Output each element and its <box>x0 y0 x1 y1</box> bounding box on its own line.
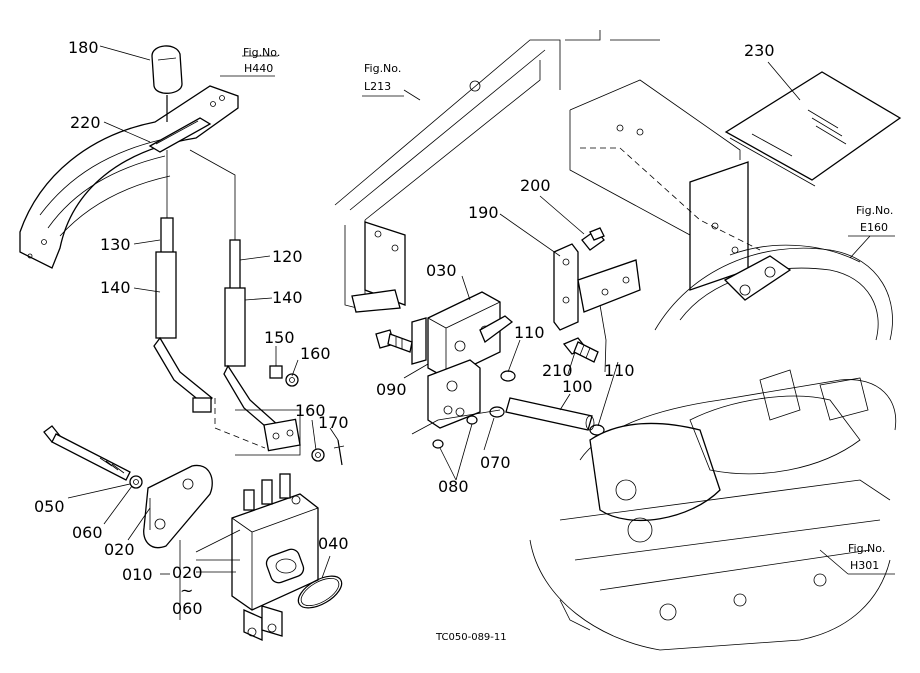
label-180: 180 <box>68 38 99 57</box>
label-020: 020 <box>104 540 135 559</box>
lever-guide-plate <box>19 85 239 269</box>
plate-020 <box>143 464 213 549</box>
o-ring-040 <box>297 575 343 609</box>
drawing-code: TC050-089-11 <box>435 632 507 643</box>
small-hardware-left <box>269 365 345 466</box>
leader-lines <box>67 45 895 620</box>
transmission-housing <box>529 244 897 651</box>
label-090: 090 <box>376 380 407 399</box>
control-valve-010 <box>231 473 319 642</box>
bracket-upper <box>569 79 761 291</box>
label-140-left: 140 <box>100 278 131 297</box>
label-200: 200 <box>520 176 551 195</box>
fitting-090 <box>375 329 413 353</box>
label-tilde: ~ <box>180 581 193 600</box>
label-160-upper: 160 <box>300 344 331 363</box>
label-080: 080 <box>438 477 469 496</box>
label-130: 130 <box>100 235 131 254</box>
label-020-range: 020 <box>172 563 203 582</box>
label-060-range: 060 <box>172 599 203 618</box>
label-110-left: 110 <box>514 323 545 342</box>
label-070: 070 <box>480 453 511 472</box>
lever-rods <box>153 149 301 456</box>
fig-ref-h301-code: H301 <box>850 559 879 572</box>
bolt-050 <box>43 425 143 489</box>
label-160-lower: 160 <box>295 401 326 420</box>
fig-ref-l213-code: L213 <box>364 80 391 93</box>
label-050: 050 <box>34 497 65 516</box>
fig-ref-h440-label: Fig.No. <box>243 46 280 59</box>
label-040: 040 <box>318 534 349 553</box>
fig-ref-e160-code: E160 <box>860 221 888 234</box>
fig-ref-l213-label: Fig.No. <box>364 62 401 75</box>
fig-ref-h440-code: H440 <box>244 62 273 75</box>
manual-230 <box>724 71 902 187</box>
figure-references: Fig.No. H440 Fig.No. L213 Fig.No. E160 F… <box>243 46 893 643</box>
label-030: 030 <box>426 261 457 280</box>
lever-knob <box>151 45 183 122</box>
label-170: 170 <box>318 413 349 432</box>
label-220: 220 <box>70 113 101 132</box>
fig-ref-e160-label: Fig.No. <box>856 204 893 217</box>
label-190: 190 <box>468 203 499 222</box>
label-100: 100 <box>562 377 593 396</box>
fig-ref-h301-label: Fig.No. <box>848 542 885 555</box>
o-rings-070-080 <box>411 406 505 449</box>
bracket-190 <box>553 243 641 331</box>
fittings-200-210 <box>562 227 607 373</box>
label-230: 230 <box>744 41 775 60</box>
valve-block-030 <box>411 291 514 429</box>
pipe-100 <box>500 370 605 436</box>
label-010: 010 <box>122 565 153 584</box>
label-060: 060 <box>72 523 103 542</box>
frame-l213 <box>334 30 660 313</box>
part-labels: 180 220 130 140 120 140 150 160 160 170 … <box>34 38 775 618</box>
label-150: 150 <box>264 328 295 347</box>
label-140-right: 140 <box>272 288 303 307</box>
label-110-right: 110 <box>604 361 635 380</box>
label-210: 210 <box>542 361 573 380</box>
label-120: 120 <box>272 247 303 266</box>
